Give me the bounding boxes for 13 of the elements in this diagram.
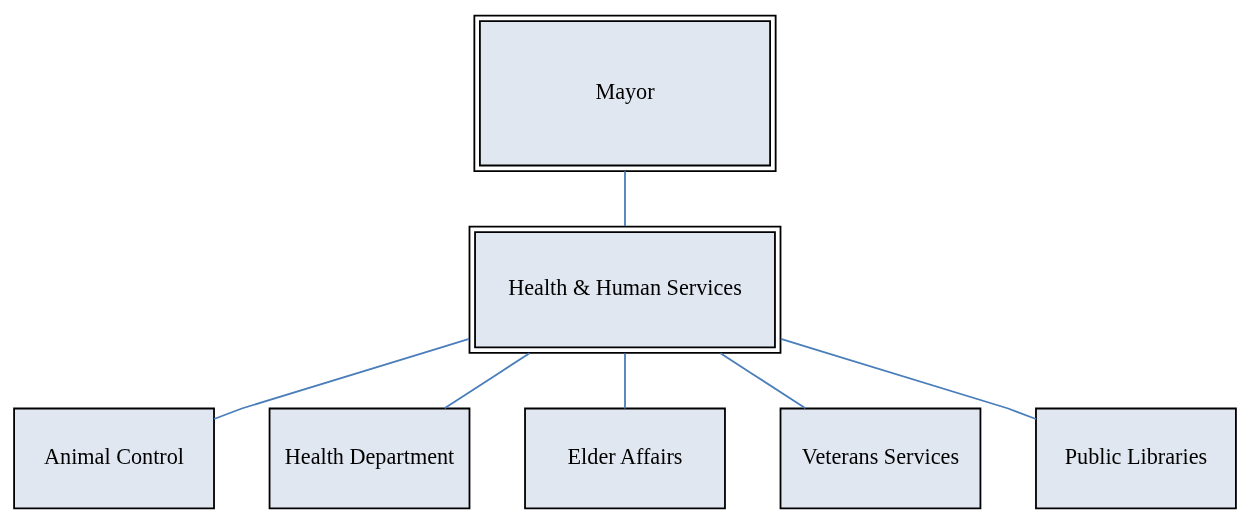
connector <box>719 351 807 409</box>
node-box: Health Department <box>268 407 471 509</box>
connector <box>443 351 531 409</box>
node-box: Veterans Services <box>779 407 982 509</box>
connector <box>624 169 626 227</box>
node-box: Animal Control <box>13 407 215 509</box>
connector <box>624 352 626 409</box>
node-box: Mayor <box>473 14 777 172</box>
connector <box>779 337 1037 420</box>
node-box: Public Libraries <box>1035 407 1237 509</box>
connector <box>213 337 471 420</box>
node-box: Elder Affairs <box>524 407 726 509</box>
node-box: Health & Human Services <box>468 225 782 354</box>
